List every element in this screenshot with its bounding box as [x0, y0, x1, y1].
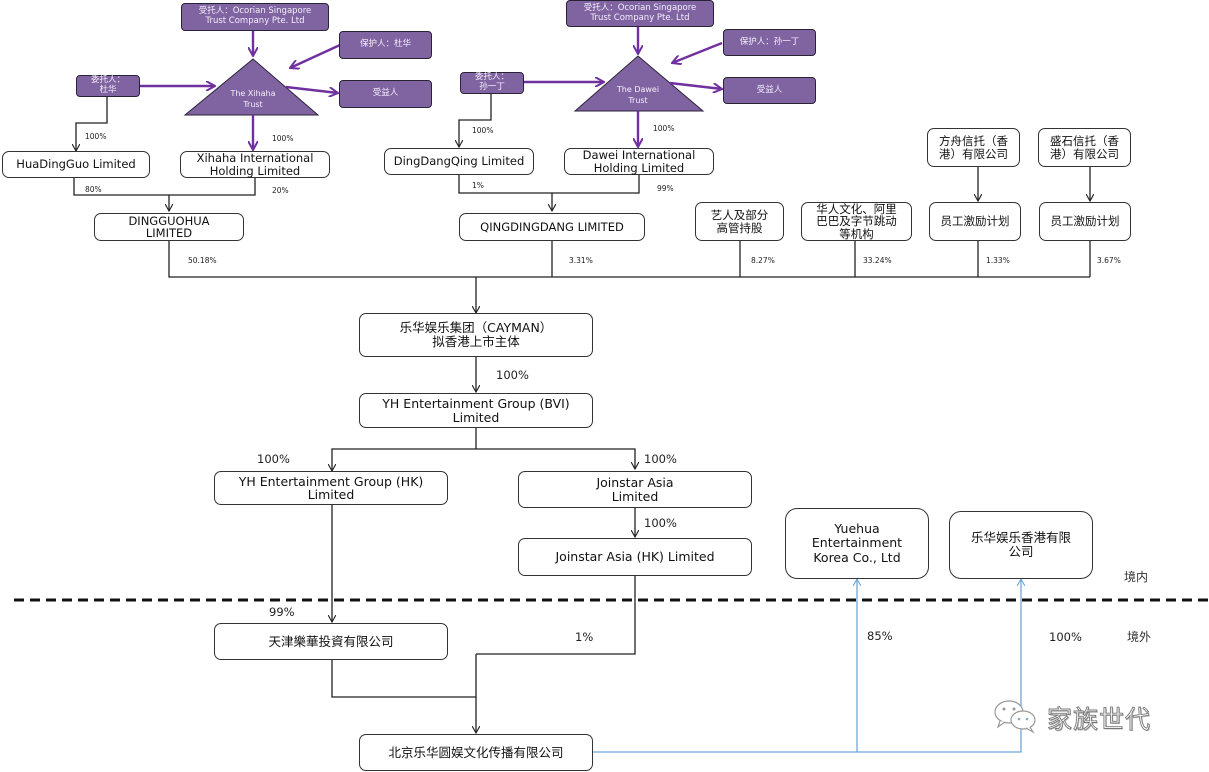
dingguohua-box: DINGGUOHUA LIMITED [94, 213, 244, 241]
dawei-trustee-box: 受托人：Ocorian Singapore Trust Company Pte.… [566, 0, 714, 27]
sun-to-dingdangqing-line [459, 94, 492, 147]
beijing-to-lehua-hk-arrow [857, 579, 1021, 753]
yh-hk-box: YH Entertainment Group (HK) Limited [214, 471, 448, 505]
dawei-beneficiary-box: 受益人 [723, 77, 816, 104]
dawei-beneficiary-arrow [669, 81, 722, 89]
tianjin-box: 天津樂華投資有限公司 [214, 623, 448, 660]
du-to-huadingguo-line [76, 97, 108, 151]
beijing-to-korea-arrow [593, 579, 857, 753]
pct-esop1-cayman: 1.33% [986, 256, 1010, 265]
bvi-to-yh-hk-arrow [332, 448, 476, 471]
watermark: 家族世代 [993, 698, 1151, 738]
esop-box-2: 员工激励计划 [1039, 202, 1131, 241]
pct-du-huadingguo: 100% [85, 132, 107, 141]
pct-qingdingdang-cayman: 3.31% [569, 256, 593, 265]
pct-esop2-cayman: 3.67% [1097, 256, 1121, 265]
dingdangqing-down-line [458, 174, 640, 194]
cayman-listing-entity-box: 乐华娱乐集团（CAYMAN） 拟香港上市主体 [359, 313, 593, 357]
xihaha-settlor-box: 委托人： 杜华 [76, 75, 140, 97]
tianjin-to-beijing-line [331, 660, 476, 698]
pct-bvi-joinstar: 100% [644, 452, 677, 466]
xihaha-protector-arrow [290, 43, 341, 68]
shengshi-trust-box: 盛石信托（香 港）有限公司 [1038, 128, 1131, 167]
xihaha-intl-box: Xihaha International Holding Limited [180, 151, 330, 178]
pct-beijing-lehua-hk: 100% [1049, 630, 1082, 644]
pct-sun-dingdangqing: 100% [472, 126, 494, 135]
pct-institutions-cayman: 33.24% [863, 256, 892, 265]
pct-yh-hk-tianjin: 99% [269, 605, 295, 619]
joinstar-hk-box: Joinstar Asia (HK) Limited [518, 538, 752, 576]
xihaha-beneficiary-arrow [285, 85, 338, 93]
artists-box: 艺人及部分 高管持股 [695, 202, 784, 241]
pct-cayman-bvi: 100% [496, 368, 529, 382]
pct-huadingguo-dingguohua: 80% [85, 185, 102, 194]
fangzhou-trust-box: 方舟信托（香 港）有限公司 [927, 128, 1020, 167]
joinstar-asia-box: Joinstar Asia Limited [518, 471, 752, 508]
overseas-zone-label: 境外 [1127, 630, 1152, 644]
pct-bvi-yh-hk: 100% [257, 452, 290, 466]
wechat-icon [993, 698, 1041, 738]
dawei-protector-arrow [672, 41, 723, 63]
bvi-to-joinstar-arrow [476, 448, 635, 469]
pct-beijing-korea: 85% [867, 629, 893, 643]
institutions-box: 华人文化、阿里 巴巴及字节跳动 等机构 [801, 202, 912, 241]
xihaha-trustee-box: 受托人：Ocorian Singapore Trust Company Pte.… [181, 3, 329, 31]
esop-box-1: 员工激励计划 [929, 202, 1021, 241]
domestic-zone-label: 境内 [1124, 570, 1149, 584]
dawei-protector-box: 保护人：孙一丁 [723, 29, 816, 56]
xihaha-beneficiary-box: 受益人 [339, 80, 432, 108]
pct-xihaha-intl: 100% [272, 134, 294, 143]
pct-xihaha-dingguohua: 20% [272, 186, 289, 195]
qingdingdang-box: QINGDINGDANG LIMITED [459, 213, 645, 241]
watermark-text: 家族世代 [1047, 705, 1152, 735]
huadingguo-box: HuaDingGuo Limited [2, 151, 150, 178]
pct-dawei-qingdingdang: 99% [657, 184, 674, 193]
yuehua-korea-box: Yuehua Entertainment Korea Co., Ltd [785, 508, 929, 579]
dawei-settlor-box: 委托人： 孙一丁 [460, 72, 524, 94]
xihaha-trust-label: The Xihaha Trust [230, 89, 276, 110]
pct-dawei-intl: 100% [653, 124, 675, 133]
huadingguo-down-line [73, 177, 256, 196]
bvi-box: YH Entertainment Group (BVI) Limited [359, 393, 593, 428]
dawei-intl-box: Dawei International Holding Limited [564, 148, 714, 175]
pct-artists-cayman: 8.27% [751, 256, 775, 265]
pct-dingguohua-cayman: 50.18% [188, 256, 217, 265]
pct-dingdangqing-qingdingdang: 1% [472, 181, 484, 190]
beijing-box: 北京乐华圆娱文化传播有限公司 [359, 734, 593, 771]
shareholder-bus-line [168, 240, 1090, 278]
dingdangqing-box: DingDangQing Limited [384, 148, 534, 175]
pct-joinstar-hk-beijing: 1% [575, 630, 594, 644]
joinstar-hk-to-beijing-line [476, 576, 636, 655]
dawei-trust-label: The Dawei Trust [616, 85, 660, 106]
pct-joinstar-hk: 100% [644, 516, 677, 530]
lehua-hk-box: 乐华娱乐香港有限 公司 [949, 511, 1093, 579]
xihaha-trust-triangle [183, 58, 320, 116]
xihaha-protector-box: 保护人：杜华 [339, 31, 432, 59]
